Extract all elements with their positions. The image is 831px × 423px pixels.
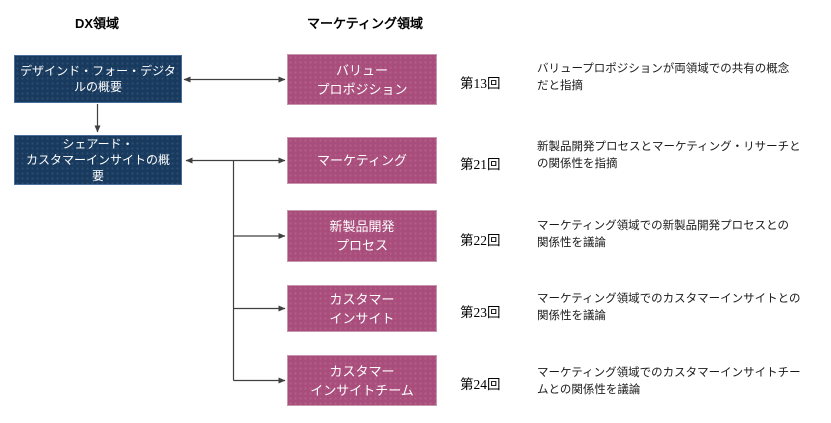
episode-label: 第24回 xyxy=(460,377,501,392)
episode-label: 第22回 xyxy=(460,233,501,248)
marketing-box-customer-insight: カスタマー インサイト xyxy=(287,285,437,332)
marketing-box-label: 新製品開発 プロセス xyxy=(329,219,395,253)
marketing-box-label: カスタマー インサイトチーム xyxy=(310,363,414,398)
episode-description: マーケティング領域でのカスタマーインサイトとの 関係性を議論 xyxy=(537,293,801,322)
marketing-box-value-proposition: バリュー プロポジション xyxy=(287,54,437,105)
episode-label: 第23回 xyxy=(460,305,501,320)
marketing-box-customer-insight-team: カスタマー インサイトチーム xyxy=(287,355,437,406)
marketing-box-label: バリュー プロポジション xyxy=(316,62,408,97)
marketing-box-marketing: マーケティング xyxy=(287,137,437,184)
episode-label: 第13回 xyxy=(460,76,501,91)
marketing-column-header: マーケティング領域 xyxy=(307,16,423,31)
marketing-box-label: カスタマー インサイト xyxy=(329,291,395,326)
dx-column-header: DX領域 xyxy=(75,16,120,31)
marketing-box-label: マーケティング xyxy=(317,153,407,168)
episode-label: 第21回 xyxy=(460,157,501,172)
dx-box-shared-customer-insight: シェアード・ カスタマーインサイトの概 要 xyxy=(14,135,182,185)
dx-box-label: シェアード・ カスタマーインサイトの概 要 xyxy=(25,137,170,183)
marketing-box-new-product-development: 新製品開発 プロセス xyxy=(287,210,437,262)
episode-description: マーケティング領域での新製品開発プロセスとの 関係性を議論 xyxy=(537,220,789,249)
dx-box-label: デザインド・フォー・デジタ ルの概要 xyxy=(20,64,176,94)
episode-description: 新製品開発プロセスとマーケティング・リサーチと の関係性を指摘 xyxy=(537,141,801,170)
episode-description: マーケティング領域でのカスタマーインサイトチー ムとの関係性を議論 xyxy=(537,367,801,396)
episode-description: バリュープロポジションが両領域での共有の概念 だと指摘 xyxy=(537,63,790,92)
dx-box-designed-for-digital: デザインド・フォー・デジタ ルの概要 xyxy=(14,55,182,103)
